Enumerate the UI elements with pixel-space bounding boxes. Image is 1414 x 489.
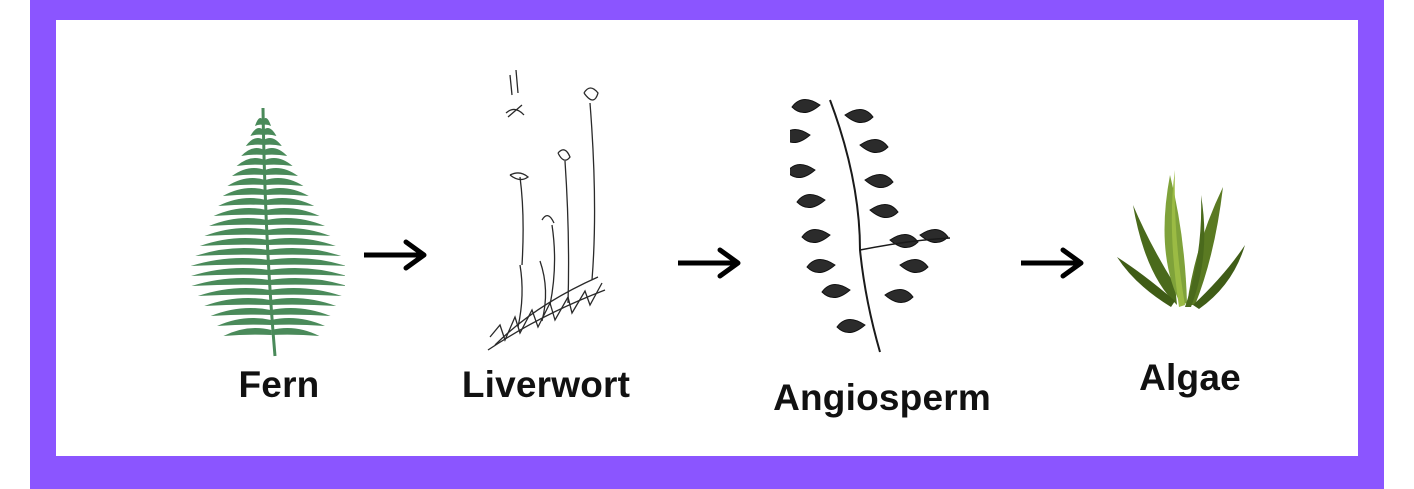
angiosperm-sketch-icon [790, 99, 951, 353]
arrow-icon [678, 247, 741, 279]
fern-icon [190, 107, 345, 357]
step-label-liverwort: Liverwort [461, 364, 631, 405]
step-label-angiosperm: Angiosperm [773, 377, 991, 418]
step-label-algae: Algae [1139, 357, 1241, 398]
liverwort-sketch-icon [487, 69, 606, 351]
step-label-fern: Fern [238, 364, 320, 405]
arrow-icon [1021, 247, 1084, 279]
algae-icon [1117, 170, 1245, 309]
arrow-icon [364, 239, 427, 271]
